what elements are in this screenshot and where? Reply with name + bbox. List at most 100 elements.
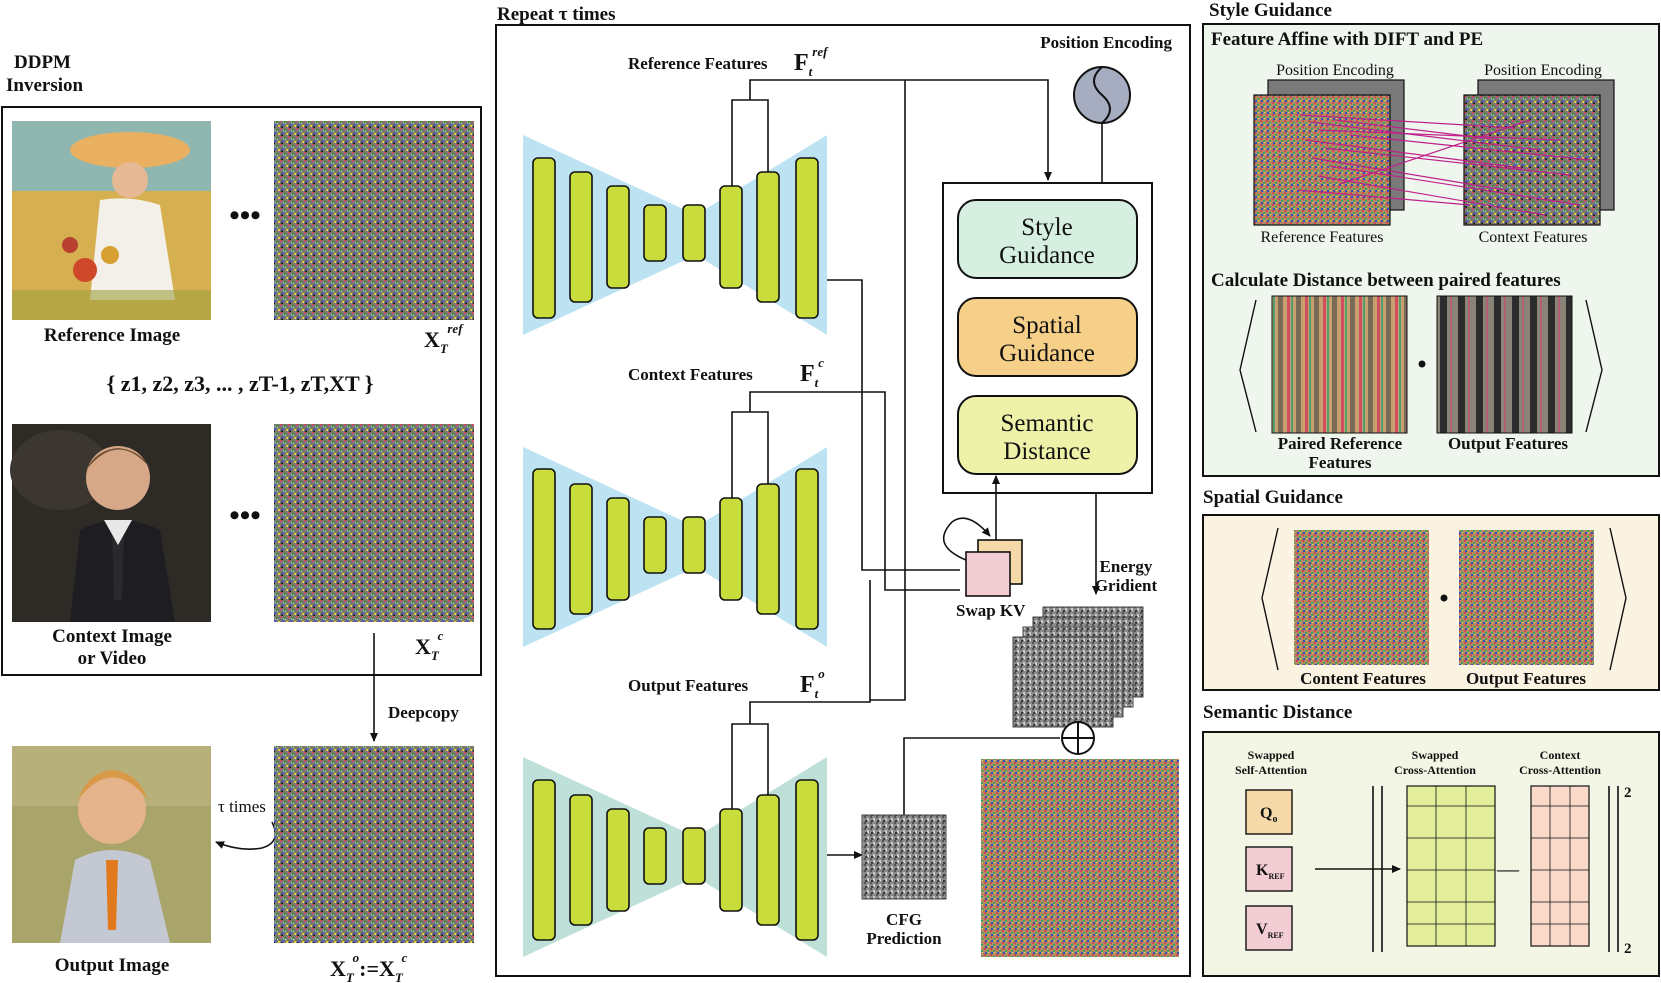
- output-feature-connectors: [731, 580, 871, 859]
- context-cross-attention-grid: [1530, 785, 1590, 947]
- reference-image: [12, 121, 211, 320]
- tau-loop-arrow: [215, 821, 277, 850]
- exponent-top: 2: [1624, 785, 1632, 801]
- style-output-features-label: Output Features: [1448, 434, 1568, 453]
- noise-x-t-c: [274, 424, 474, 622]
- semantic-distance-line1: Semantic: [1000, 410, 1093, 437]
- ddpm-inversion-box: [1, 106, 482, 676]
- dift-correspondence-lines: [1297, 114, 1591, 216]
- context-image-label-line1: Context Image: [52, 626, 172, 647]
- v-label: VREF: [1256, 921, 1284, 940]
- energy-label-line1: Energy: [1100, 557, 1153, 576]
- output-features-label: Output Features: [628, 676, 748, 695]
- f-t-ref-label: Ftref: [794, 44, 829, 79]
- deepcopy-label: Deepcopy: [388, 703, 459, 722]
- ctx-features-caption: Context Features: [1479, 229, 1588, 246]
- exponent-bottom: 2: [1624, 941, 1632, 957]
- swapped-cross-line1: Swapped: [1412, 748, 1459, 762]
- unet-reference: [523, 135, 827, 335]
- energy-gradient-maps: [1012, 606, 1144, 728]
- swapped-self-line1: Swapped: [1248, 748, 1295, 762]
- spatial-panel-title: Spatial Guidance: [1203, 487, 1343, 508]
- style-guidance-line2: Guidance: [999, 242, 1095, 269]
- spatial-guidance-line2: Guidance: [999, 340, 1095, 367]
- plus-circle-icon: [1061, 721, 1095, 755]
- repeat-title: Repeat τ times: [497, 4, 616, 25]
- reference-image-label: Reference Image: [44, 325, 180, 346]
- semantic-distance-line2: Distance: [1003, 438, 1090, 465]
- k-box: [1245, 846, 1293, 892]
- output-features-map: [1436, 295, 1573, 434]
- semantic-panel-title: Semantic Distance: [1203, 702, 1352, 723]
- style-panel-sub1: Feature Affine with DIFT and PE: [1211, 29, 1483, 50]
- cfg-label-line1: CFG: [886, 910, 922, 929]
- pe-left-label: Position Encoding: [1276, 62, 1394, 79]
- k-label: KREF: [1256, 862, 1285, 881]
- spatial-guidance-line1: Spatial: [1012, 312, 1081, 339]
- ref-features-caption: Reference Features: [1260, 229, 1383, 246]
- ellipsis-2: •••: [229, 499, 261, 532]
- spatial-output-features-map: [1459, 530, 1594, 665]
- ddpm-title-line2: Inversion: [6, 75, 84, 96]
- paired-ref-features-map: [1271, 295, 1408, 434]
- output-image-label: Output Image: [55, 955, 170, 976]
- content-features-map: [1294, 530, 1429, 665]
- style-guidance-line1: Style: [1021, 214, 1072, 241]
- context-image: [10, 424, 211, 622]
- dot-product-icon: [1418, 360, 1426, 368]
- right-angle-bracket: [1585, 299, 1603, 433]
- swap-kv-icon: [942, 517, 1023, 597]
- q-label: Qo: [1260, 805, 1277, 825]
- unet-context: [523, 447, 827, 647]
- swapped-cross-attention-grid: [1406, 785, 1496, 947]
- cfg-connector: [903, 737, 1060, 815]
- context-feature-connectors: [731, 391, 960, 591]
- f-t-o-label: Fto: [800, 666, 825, 701]
- swapped-self-line2: Self-Attention: [1235, 763, 1307, 777]
- latent-sequence: { z1, z2, z3, ... , zT-1, zT,XT }: [107, 371, 374, 396]
- v-box: [1245, 905, 1293, 951]
- ddpm-title-line1: DDPM: [14, 52, 71, 73]
- style-panel-title: Style Guidance: [1209, 0, 1332, 21]
- position-encoding-label: Position Encoding: [1040, 33, 1172, 52]
- spatial-guidance-box: [957, 297, 1138, 377]
- ellipsis-1: •••: [229, 199, 261, 232]
- energy-label-line2: Gridient: [1095, 576, 1158, 595]
- spatial-output-features-label: Output Features: [1466, 669, 1586, 688]
- x-t-c-label: XTc: [415, 628, 444, 663]
- swapped-cross-line2: Cross-Attention: [1394, 763, 1476, 777]
- unet-output: [523, 757, 827, 957]
- left-angle-bracket: [1239, 299, 1257, 433]
- context-cross-line1: Context: [1540, 748, 1581, 762]
- reference-feature-connectors: [731, 79, 1052, 701]
- content-features-label: Content Features: [1300, 669, 1426, 688]
- swap-kv-label: Swap KV: [956, 601, 1026, 620]
- x-t-ref-label: XTref: [424, 321, 464, 356]
- q-box: [1245, 789, 1293, 835]
- semantic-distance-box: [957, 395, 1138, 475]
- spatial-left-bracket: [1261, 527, 1279, 671]
- cfg-prediction-map: [861, 814, 947, 900]
- noisy-output-image: [981, 759, 1179, 957]
- context-cross-line2: Cross-Attention: [1519, 763, 1601, 777]
- paired-ref-label-line1: Paired Reference: [1278, 434, 1403, 453]
- pe-right-label: Position Encoding: [1484, 62, 1602, 79]
- cfg-label-line2: Prediction: [866, 929, 942, 948]
- ctx-feature-map: [1463, 94, 1601, 226]
- spatial-dot-icon: [1440, 594, 1448, 602]
- reference-features-label: Reference Features: [628, 54, 768, 73]
- f-t-c-label: Ftc: [800, 355, 824, 390]
- noise-x-t-o: [274, 746, 474, 943]
- minus-sign: —: [1496, 856, 1520, 881]
- paired-ref-label-line2: Features: [1309, 453, 1372, 472]
- x-t-o-assign-label: XTo:=XTc: [330, 950, 408, 983]
- style-panel-sub2: Calculate Distance between paired featur…: [1211, 270, 1561, 291]
- context-features-label: Context Features: [628, 365, 753, 384]
- tau-times-label: τ times: [218, 797, 266, 816]
- position-encoding-icon: [1073, 66, 1131, 124]
- noise-x-t-ref: [274, 121, 474, 320]
- style-guidance-box: [957, 199, 1138, 279]
- spatial-right-bracket: [1609, 527, 1627, 671]
- output-image: [12, 746, 211, 943]
